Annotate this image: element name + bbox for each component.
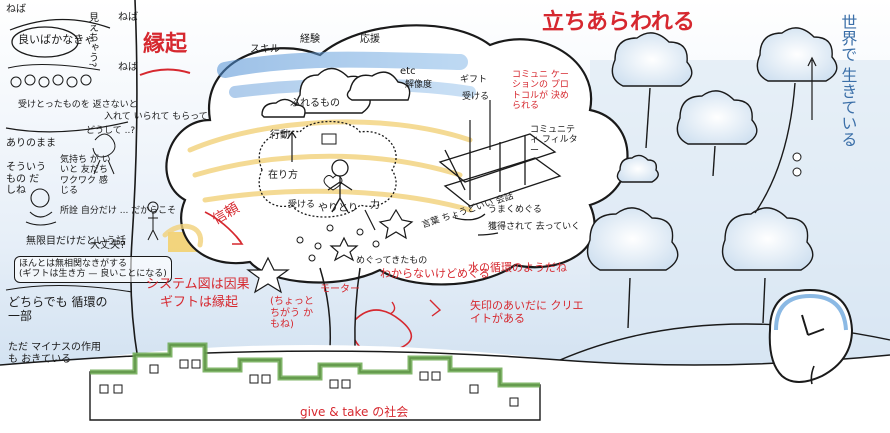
vertical-sekai: 世界で 生きている xyxy=(838,14,858,148)
label-dochira: どちらでも 循環の一部 xyxy=(8,295,108,323)
thought-balloon-text: 良いばかなきゃ xyxy=(18,33,96,46)
label-ukete: 受ける xyxy=(288,200,316,210)
label-communi-2: コミュニティ フィルター xyxy=(530,125,578,156)
inner-cloud xyxy=(258,120,397,218)
label-ukeru: 受ける xyxy=(462,92,490,102)
label-kakutoku: 獲得されて 去っていく xyxy=(488,222,581,232)
label-mugen: 無限目だけだという話 xyxy=(26,236,126,247)
center-person-icon xyxy=(327,159,353,213)
protocol-grid-diagram xyxy=(438,133,562,207)
label-outen: 応援 xyxy=(360,34,380,45)
note-system: システム図は因果 xyxy=(146,277,250,292)
note-gift: ギフトは縁起 xyxy=(160,295,239,310)
note-mizu: 水の循環のようだね xyxy=(468,261,567,274)
label-megurete: めぐってきたもの xyxy=(356,256,428,266)
label-skill: スキル xyxy=(250,44,280,55)
label-neba-3: ねば xyxy=(118,62,138,73)
speech-bubble-icon xyxy=(321,133,337,145)
title-tachiarawareru: 立ちあらわれる xyxy=(542,10,695,35)
label-yaritori: やりとり xyxy=(318,203,358,214)
label-arikata: 在り方 xyxy=(268,170,298,181)
label-irarete: 入れて いられて もらって xyxy=(104,112,208,122)
label-kaiketsu: 解像度 xyxy=(405,80,433,90)
label-miezu: 見えちゃう? xyxy=(86,12,98,68)
tangled-figure-icon xyxy=(92,133,116,175)
crowd-faces-icon xyxy=(10,74,92,88)
label-shosen: 所詮 自分だけ ... だからこそ xyxy=(60,206,177,216)
city-windows xyxy=(99,359,519,407)
label-kodo: 行動 xyxy=(270,130,290,141)
cloud-stem xyxy=(319,267,361,349)
label-umaku: うまくめぐる xyxy=(488,205,542,215)
label-gift-top: ギフト xyxy=(460,75,488,85)
melting-clock-icon xyxy=(768,288,854,385)
heart-icon xyxy=(323,175,343,191)
star-sparkles xyxy=(246,208,414,294)
label-neba-1: ねば xyxy=(6,4,26,15)
label-communi-1: コミュニ ケーションの プロトコルが 決められる xyxy=(512,70,569,112)
label-ryoku: 力 xyxy=(370,200,380,211)
label-keiken: 経験 xyxy=(300,34,320,45)
left-divider-line xyxy=(130,0,139,361)
label-kimochi: 気持ち が いいと 友だち ワクワク 感じる xyxy=(60,155,111,197)
label-furumono: ふれるもの xyxy=(290,98,340,109)
idea-trees xyxy=(586,27,838,271)
note-chotto: (ちょっと ちがう かもね) xyxy=(270,296,314,330)
gift-clouds xyxy=(261,67,411,118)
footer-give-take: give & take の社会 xyxy=(300,405,409,419)
note-mota: モーター xyxy=(320,284,360,295)
standing-person-icon xyxy=(147,201,159,241)
thought-balloon xyxy=(11,26,79,58)
label-etc: etc xyxy=(400,66,416,77)
label-neba-2: ねば xyxy=(118,12,138,23)
label-tada: ただ マイナスの作用も おきている xyxy=(8,342,101,365)
seated-person-icon xyxy=(25,188,57,226)
confetti-dots xyxy=(296,224,380,262)
small-dots xyxy=(792,152,802,177)
note-yajirushi: 矢印のあいだに クリエイトがある xyxy=(470,299,584,325)
label-daijyoubu: 大丈夫? xyxy=(90,240,126,251)
label-uketotta: 受けとったものを 返さないと xyxy=(18,100,138,110)
tree-stems xyxy=(627,82,796,329)
label-dokyo: どうして ..? xyxy=(86,126,136,136)
note-wakaranai: わからないけどめぐる xyxy=(380,267,490,280)
city-green-outline xyxy=(90,342,540,388)
box-gift: (ギフトは生き方 — 良いことになる) xyxy=(19,269,167,280)
label-sonna: そういう もの だしね xyxy=(6,162,46,196)
box-hontou: ほんとは無相関なきがする xyxy=(19,259,128,269)
title-engi: 縁起 xyxy=(143,32,188,57)
boxed-note: ほんとは無相関なきがする (ギフトは生き方 — 良いことになる) xyxy=(14,256,172,283)
label-aritai: ありのまま xyxy=(6,138,56,149)
